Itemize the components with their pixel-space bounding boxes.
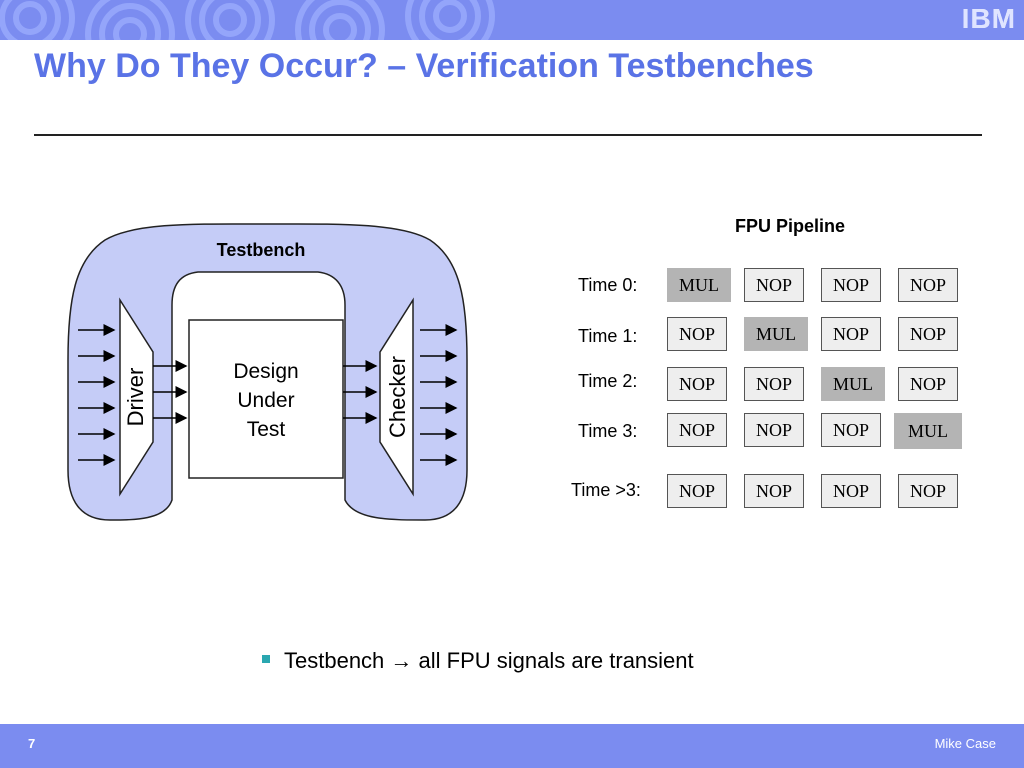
pipeline-stage-cell: NOP	[744, 268, 804, 302]
pipeline-stage-cell: NOP	[821, 474, 881, 508]
pipeline-stage-cell: NOP	[821, 317, 881, 351]
top-banner: IBM	[0, 0, 1024, 40]
time-label: Time 2:	[578, 371, 638, 391]
pipeline-stage-cell: MUL	[744, 317, 808, 351]
time-label: Time 1:	[578, 326, 638, 346]
pipeline-stage-cell: NOP	[667, 317, 727, 351]
checker-block	[379, 297, 414, 497]
pipeline-stage-cell: NOP	[667, 413, 727, 447]
pipeline-stage-cell: NOP	[744, 474, 804, 508]
pipeline-stage-cell: MUL	[667, 268, 731, 302]
dut-label-line-2: Under	[237, 389, 294, 412]
ibm-logo: IBM	[961, 3, 1016, 34]
dut-box	[188, 319, 344, 479]
dut-label-line-3: Test	[247, 418, 286, 441]
pipeline-stage-cell: MUL	[894, 413, 962, 449]
driver-block	[119, 297, 154, 497]
signal-arrows	[78, 324, 458, 466]
pipeline-stage-cell: NOP	[667, 367, 727, 401]
time-label: Time 3:	[578, 421, 638, 441]
bullet-text: Testbench → all FPU signals are transien…	[284, 648, 694, 673]
pipeline-stage-cell: NOP	[821, 413, 881, 447]
pipeline-stage-cell: NOP	[898, 268, 958, 302]
author-name: Mike Case	[934, 736, 996, 751]
pipeline-stage-cell: NOP	[821, 268, 881, 302]
pipeline-title: FPU Pipeline	[734, 216, 846, 236]
bullet-item: Testbench → all FPU signals are transien…	[262, 648, 694, 674]
pipeline-stage-cell: NOP	[898, 474, 958, 508]
pipeline-stage-cell: NOP	[744, 413, 804, 447]
pipeline-stage-cell: MUL	[821, 367, 885, 401]
testbench-shape	[67, 223, 468, 521]
pipeline-stage-cell: NOP	[667, 474, 727, 508]
pipeline-stage-cell: NOP	[898, 317, 958, 351]
dut-label-line-1: Design	[233, 360, 298, 383]
pipeline-stage-cell: NOP	[898, 367, 958, 401]
checker-label: Checker	[385, 356, 410, 438]
page-number: 7	[28, 736, 36, 751]
pipeline-stage-cell: NOP	[744, 367, 804, 401]
driver-label: Driver	[123, 368, 148, 427]
title-divider	[34, 134, 982, 136]
time-label: Time >3:	[571, 480, 641, 500]
decorative-rings	[0, 0, 495, 40]
testbench-label: Testbench	[217, 240, 306, 260]
footer-band	[0, 724, 1024, 768]
bullet-square-icon	[262, 655, 270, 664]
slide-title: Why Do They Occur? – Verification Testbe…	[34, 47, 814, 85]
time-label: Time 0:	[578, 275, 638, 295]
